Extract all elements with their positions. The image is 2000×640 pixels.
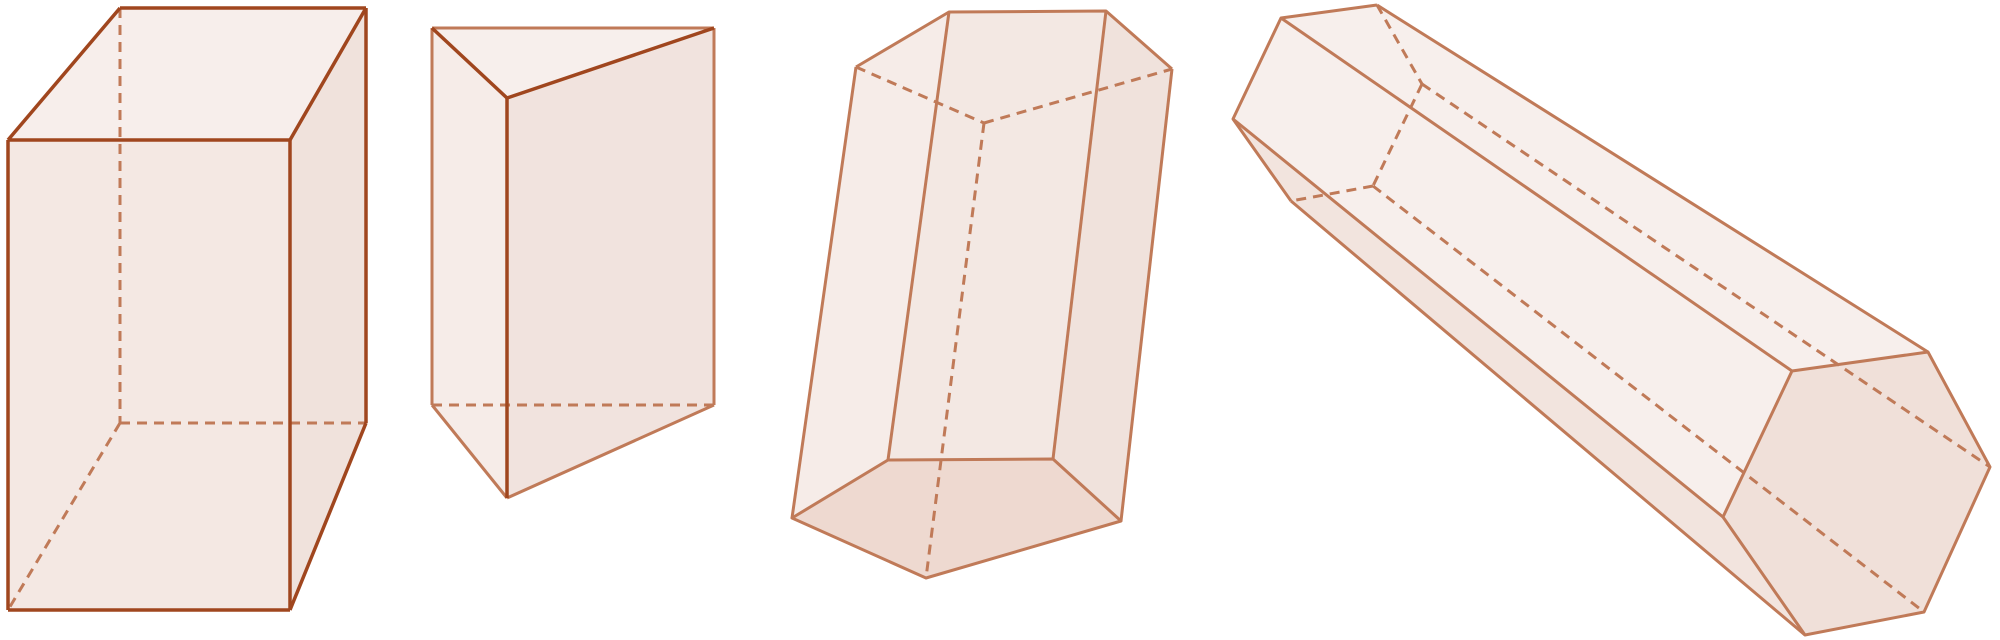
edge — [288, 7, 368, 141]
edge — [886, 11, 951, 461]
rectangular-prism — [6, 6, 368, 612]
edge — [430, 26, 509, 100]
visible-edges — [6, 6, 368, 612]
edge — [288, 422, 368, 611]
top-face — [432, 28, 714, 98]
front-edges — [430, 26, 715, 498]
right-face — [290, 8, 366, 610]
visible-edges — [1231, 3, 1992, 637]
bottom-outline — [790, 457, 1123, 580]
back-edges — [430, 26, 716, 500]
top-edge — [855, 9, 1173, 71]
end-outline — [1721, 350, 1992, 637]
edge — [1119, 68, 1174, 522]
hidden-edge — [1290, 184, 1374, 203]
pentagonal-prism — [790, 9, 1174, 580]
edge — [1051, 10, 1108, 460]
triangular-prism — [430, 26, 716, 500]
hidden-edges — [855, 65, 1173, 579]
front-face — [8, 140, 290, 610]
edge — [1232, 117, 1724, 519]
edge — [790, 66, 858, 519]
top-face — [1233, 5, 1928, 517]
left-face — [432, 28, 507, 498]
hidden-edge — [6, 422, 122, 611]
edge — [506, 26, 715, 100]
bottom-face — [792, 459, 1121, 578]
visible-edges — [790, 9, 1174, 580]
edge — [1280, 16, 1793, 373]
hexagonal-prism — [1231, 3, 1992, 637]
edge — [6, 6, 122, 142]
edge — [506, 403, 715, 500]
hidden-edges — [6, 8, 366, 611]
hidden-edges — [1290, 4, 1991, 614]
left-face — [792, 12, 949, 518]
hidden-edge — [1372, 184, 1925, 614]
hidden-edge — [1371, 83, 1424, 187]
edge — [1290, 199, 1806, 637]
edge — [1376, 3, 1929, 354]
hidden-edge — [924, 122, 986, 579]
top-face — [8, 8, 366, 140]
hidden-edge — [1375, 4, 1424, 85]
edge — [430, 404, 509, 499]
far-end-edge — [1231, 3, 1378, 202]
hidden-edge — [1421, 82, 1991, 469]
left-face — [1233, 119, 1805, 635]
right-face — [507, 28, 714, 498]
front-face — [888, 11, 1106, 460]
right-face — [1053, 11, 1172, 521]
hidden-edge — [855, 65, 985, 125]
